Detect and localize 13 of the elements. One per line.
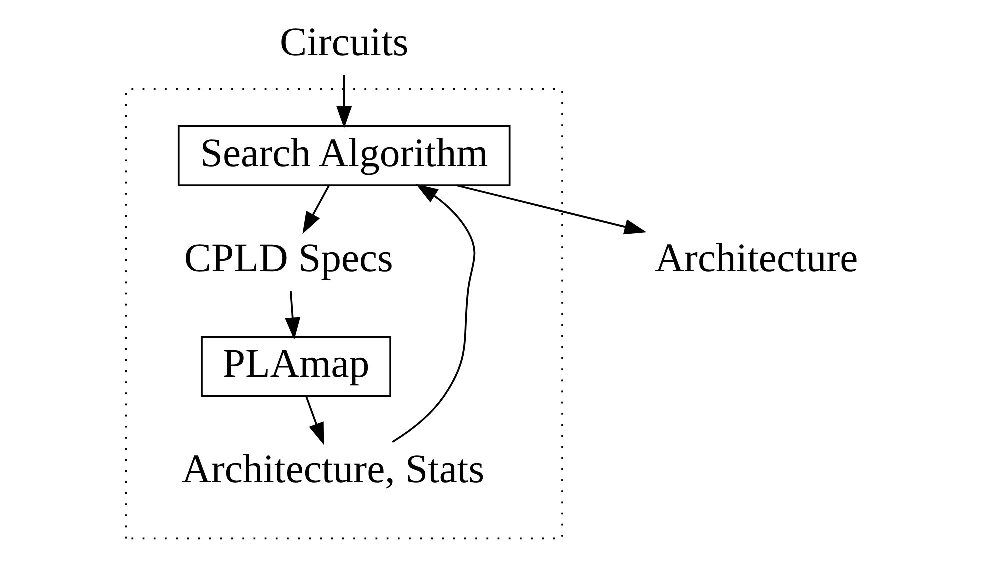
arrow <box>302 185 330 234</box>
node-box: Search Algorithm <box>178 126 511 187</box>
node-text: CPLD Specs <box>184 236 394 281</box>
arrow <box>306 396 324 446</box>
arrow <box>456 184 647 235</box>
arrow <box>392 184 476 444</box>
cluster <box>125 88 564 540</box>
node-box: PLAmap <box>201 336 392 398</box>
node-text: Architecture <box>655 236 858 281</box>
arrow <box>285 290 301 340</box>
node-text: Architecture, Stats <box>182 446 485 492</box>
arrow <box>336 75 352 129</box>
node-text: Circuits <box>280 19 409 64</box>
